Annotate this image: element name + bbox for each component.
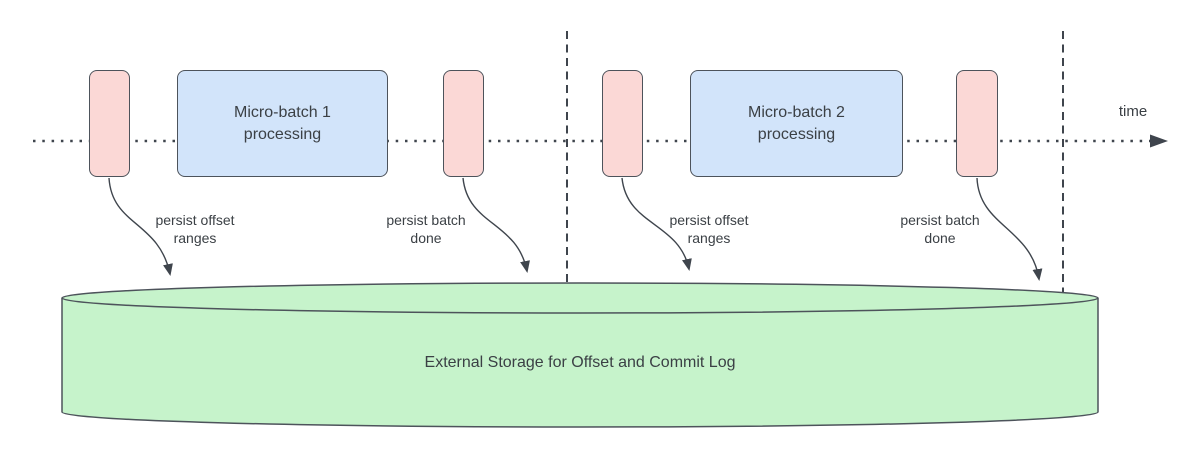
time-axis-arrowhead: [1150, 134, 1168, 148]
time-label: time: [1118, 103, 1148, 120]
offset-write-bar-2: [602, 70, 643, 177]
persist-batch-label-2: persist batch done: [900, 212, 980, 246]
offset-write-bar-1: [89, 70, 130, 177]
arrow-persist-offset-2: [621, 177, 692, 271]
micro-batch-1-box: Micro-batch 1 processing: [177, 70, 388, 177]
arrow-persist-batch-2: [976, 177, 1043, 281]
storage-cylinder: [61, 282, 1099, 428]
micro-batch-2-box: Micro-batch 2 processing: [690, 70, 903, 177]
storage-cylinder-top: [61, 282, 1099, 314]
commit-write-bar-1: [443, 70, 484, 177]
persist-offset-label-2: persist offset ranges: [669, 212, 749, 246]
persist-offset-label-1: persist offset ranges: [155, 212, 235, 246]
arrow-persist-offset-1: [108, 177, 173, 276]
commit-write-bar-2: [956, 70, 998, 177]
persist-batch-label-1: persist batch done: [386, 212, 466, 246]
storage-label: External Storage for Offset and Commit L…: [424, 354, 736, 371]
storage-cylinder-body: [61, 298, 1099, 428]
arrow-persist-batch-1: [462, 177, 530, 273]
